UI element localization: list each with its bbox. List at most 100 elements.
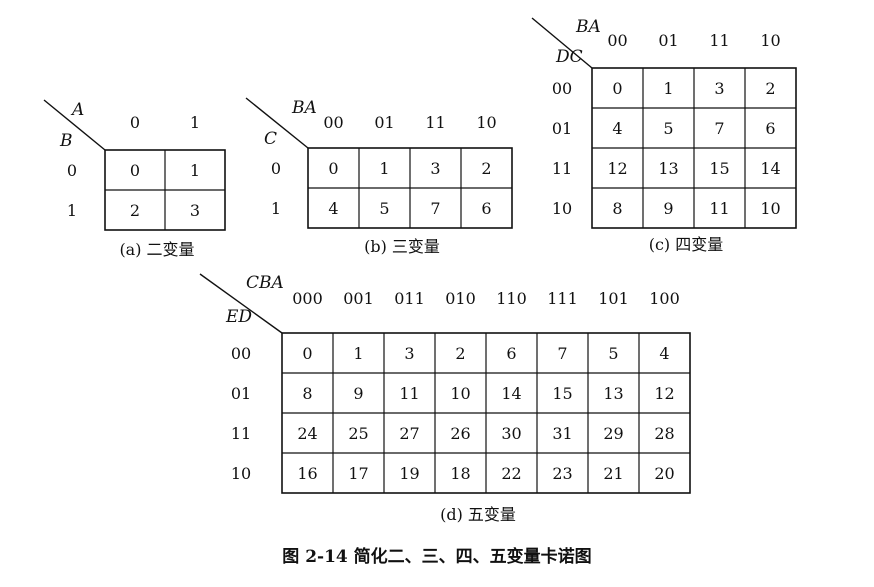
- map-a-col-header: 0: [130, 113, 140, 132]
- map-d-corner-diagonal: [199, 273, 283, 334]
- map-b-col-header: 01: [374, 113, 394, 132]
- map-d-cell: 26: [450, 424, 470, 443]
- map-d-cell: 12: [654, 384, 674, 403]
- map-d-cell: 0: [302, 344, 312, 363]
- map-c-cell: 15: [709, 159, 729, 178]
- map-d-cell: 3: [404, 344, 414, 363]
- map-d-cell: 15: [552, 384, 572, 403]
- map-b-cell: 7: [430, 199, 440, 218]
- map-a-row-variable: B: [59, 131, 73, 151]
- map-c-cell: 5: [663, 119, 673, 138]
- map-b-corner-diagonal: [245, 97, 309, 149]
- map-c-cell: 7: [714, 119, 724, 138]
- map-d-row-header: 10: [231, 464, 251, 483]
- map-c-cell: 3: [714, 79, 724, 98]
- map-c-col-header: 11: [709, 31, 729, 50]
- map-a-corner-diagonal: [43, 99, 106, 151]
- map-d-row-variable: ED: [225, 307, 252, 327]
- map-d-cell: 22: [501, 464, 521, 483]
- map-d-col-header: 010: [445, 289, 476, 308]
- map-d-cell: 29: [603, 424, 623, 443]
- map-c-col-header: 01: [658, 31, 678, 50]
- map-a-cell: 2: [130, 201, 140, 220]
- map-c-col-header: 10: [760, 31, 780, 50]
- map-c-cell: 6: [765, 119, 775, 138]
- map-d-cell: 10: [450, 384, 470, 403]
- map-d-col-header: 011: [394, 289, 425, 308]
- figure-caption: 图 2-14 简化二、三、四、五变量卡诺图: [282, 546, 591, 567]
- map-c-row-header: 01: [552, 119, 572, 138]
- map-c-cell: 8: [612, 199, 622, 218]
- map-c-row-header: 11: [552, 159, 572, 178]
- map-c-cell: 12: [607, 159, 627, 178]
- map-c-cell: 2: [765, 79, 775, 98]
- map-c-col-header: 00: [607, 31, 627, 50]
- map-d-col-header: 001: [343, 289, 374, 308]
- map-b-row-variable: C: [264, 129, 277, 149]
- map-b-cell: 2: [481, 159, 491, 178]
- map-c-cell: 9: [663, 199, 673, 218]
- map-d-cell: 5: [608, 344, 618, 363]
- map-c-cell: 13: [658, 159, 678, 178]
- map-d-col-header: 110: [496, 289, 527, 308]
- map-d-cell: 18: [450, 464, 470, 483]
- map-d-cell: 21: [603, 464, 623, 483]
- map-b-col-header: 00: [323, 113, 343, 132]
- map-d-col-header: 000: [292, 289, 323, 308]
- map-c-cell: 10: [760, 199, 780, 218]
- map-d-row-header: 11: [231, 424, 251, 443]
- map-d-cell: 24: [297, 424, 317, 443]
- map-c-corner-diagonal: [531, 17, 593, 69]
- map-d-row-header: 01: [231, 384, 251, 403]
- map-b-cell: 6: [481, 199, 491, 218]
- map-c-cell: 11: [709, 199, 729, 218]
- map-c-row-header: 10: [552, 199, 572, 218]
- map-d-cell: 2: [455, 344, 465, 363]
- map-a-cell: 0: [130, 161, 140, 180]
- map-c-cell: 14: [760, 159, 780, 178]
- map-c-col-variable: BA: [575, 17, 601, 37]
- map-d-cell: 8: [302, 384, 312, 403]
- map-b-cell: 4: [328, 199, 338, 218]
- map-d-cell: 28: [654, 424, 674, 443]
- map-c-caption: (c) 四变量: [649, 235, 724, 254]
- map-d-cell: 13: [603, 384, 623, 403]
- map-b-cell: 1: [379, 159, 389, 178]
- map-d-col-variable: CBA: [246, 273, 284, 293]
- map-a-cell: 3: [190, 201, 200, 220]
- map-a-row-header: 0: [67, 161, 77, 180]
- map-d-cell: 17: [348, 464, 368, 483]
- map-a-caption: (a) 二变量: [119, 240, 194, 259]
- map-d-cell: 27: [399, 424, 419, 443]
- map-d-cell: 14: [501, 384, 521, 403]
- map-d-col-header: 111: [547, 289, 578, 308]
- map-d-cell: 25: [348, 424, 368, 443]
- map-d-cell: 16: [297, 464, 317, 483]
- map-d-cell: 1: [353, 344, 363, 363]
- map-a-cell: 1: [190, 161, 200, 180]
- map-d-cell: 30: [501, 424, 521, 443]
- map-b-row-header: 0: [271, 159, 281, 178]
- map-c-row-header: 00: [552, 79, 572, 98]
- map-d-cell: 4: [659, 344, 669, 363]
- map-b-col-header: 10: [476, 113, 496, 132]
- map-d-row-header: 00: [231, 344, 251, 363]
- map-c-cell: 1: [663, 79, 673, 98]
- map-a-col-variable: A: [70, 100, 84, 120]
- map-d-cell: 31: [552, 424, 572, 443]
- map-b-caption: (b) 三变量: [364, 237, 440, 256]
- map-d-cell: 19: [399, 464, 419, 483]
- map-b-cell: 3: [430, 159, 440, 178]
- map-d-cell: 6: [506, 344, 516, 363]
- map-c-cell: 0: [612, 79, 622, 98]
- map-d-caption: (d) 五变量: [440, 505, 516, 524]
- map-d-cell: 9: [353, 384, 363, 403]
- map-b-col-header: 11: [425, 113, 445, 132]
- map-b-cell: 5: [379, 199, 389, 218]
- map-d-cell: 20: [654, 464, 674, 483]
- map-d-col-header: 101: [598, 289, 629, 308]
- map-d-cell: 11: [399, 384, 419, 403]
- map-d-col-header: 100: [649, 289, 680, 308]
- map-a-col-header: 1: [190, 113, 200, 132]
